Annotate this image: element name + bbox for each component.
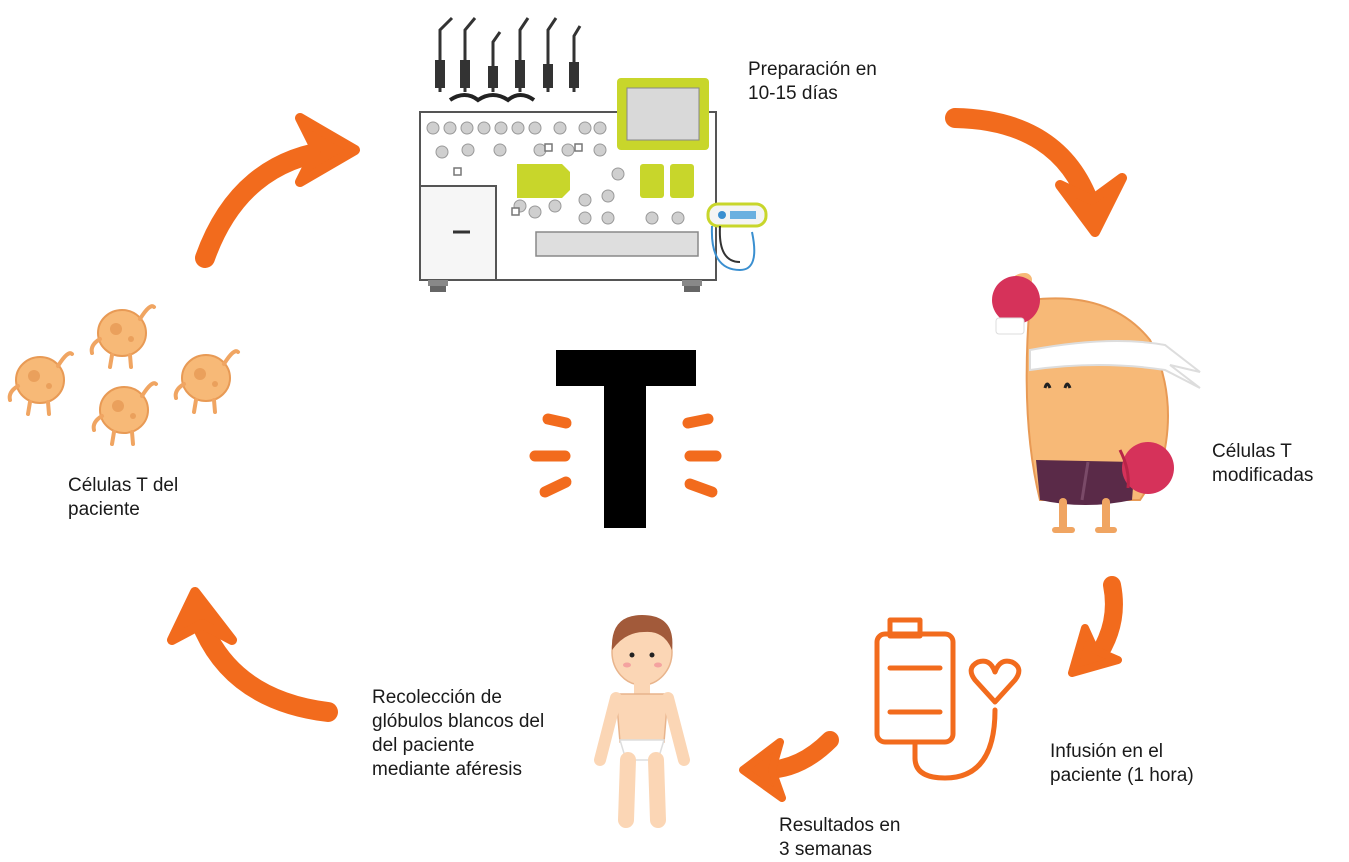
results-label: Resultados en 3 semanas — [779, 815, 901, 860]
arrow-to-patient-cells — [167, 587, 338, 722]
arrow-to-results — [739, 731, 839, 802]
arrow-to-infusion — [1068, 576, 1123, 677]
modified-t-cell-boxer-icon — [992, 273, 1201, 533]
preparation-label: Preparación en 10-15 días — [748, 59, 877, 104]
arrow-to-modified-cells — [945, 108, 1127, 237]
patient-t-cells-icon — [7, 304, 240, 446]
infusion-label: Infusión en el paciente (1 hora) — [1050, 741, 1194, 786]
arrow-to-machine — [195, 113, 360, 268]
apheresis-machine-icon — [419, 16, 768, 292]
iv-infusion-bag-icon — [874, 617, 1022, 781]
collection-label: Recolección de glóbulos blancos del del … — [372, 687, 545, 780]
patient-cells-label: Células T del paciente — [68, 475, 179, 520]
center-t-emblem — [529, 350, 722, 528]
modified-cells-label: Células T modificadas — [1212, 441, 1314, 486]
patient-child-icon — [594, 615, 690, 828]
